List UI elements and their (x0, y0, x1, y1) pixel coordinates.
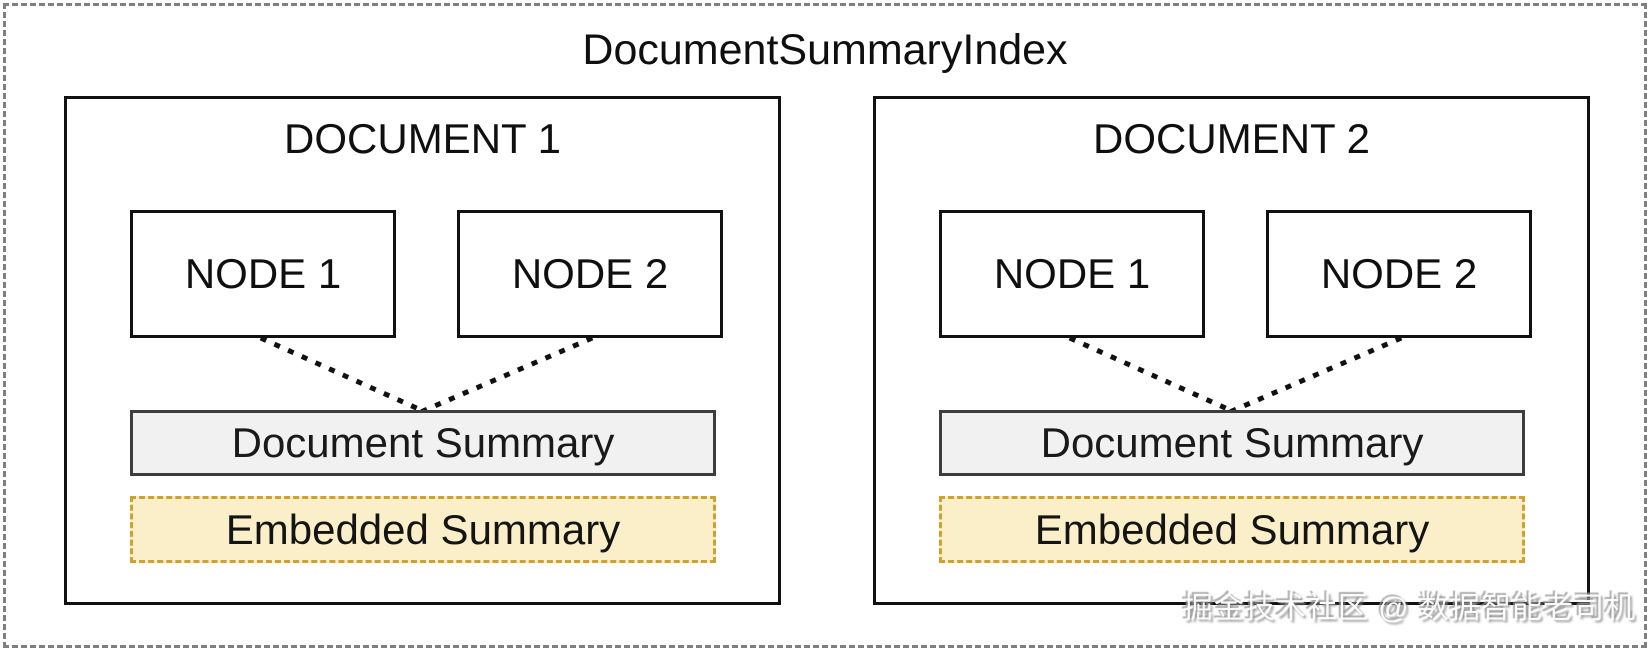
watermark-text: 掘金技术社区 @ 数据智能老司机 (1182, 592, 1636, 625)
document-2-title: DOCUMENT 2 (1093, 115, 1370, 162)
document-1-node-2-label: NODE 2 (511, 250, 669, 297)
node1-to-summary-dotted-line (259, 335, 427, 415)
document-2-embedded-summary-label: Embedded Summary (1034, 505, 1430, 553)
document-1-box: DOCUMENT 1 NODE 1 NODE 2 Document Summar… (64, 96, 781, 605)
document-2-node-1-box: NODE 1 (939, 210, 1205, 338)
document-2-node-2-label: NODE 2 (1320, 250, 1478, 297)
document-1-title: DOCUMENT 1 (284, 115, 561, 162)
document-1-embedded-summary-bar: Embedded Summary (130, 496, 716, 563)
document-1-embedded-summary-label: Embedded Summary (225, 505, 621, 553)
document-1-node-1-label: NODE 1 (184, 250, 342, 297)
document-2-node-2-box: NODE 2 (1266, 210, 1532, 338)
document-2-summary-label: Document Summary (1040, 419, 1424, 466)
document-1-summary-bar: Document Summary (130, 410, 716, 476)
document-2-summary-bar: Document Summary (939, 410, 1525, 476)
node2-to-summary-dotted-line (419, 335, 594, 415)
node2-to-summary-dotted-line (1228, 335, 1403, 415)
document-2-box: DOCUMENT 2 NODE 1 NODE 2 Document Summar… (873, 96, 1590, 605)
document-1-node-1-box: NODE 1 (130, 210, 396, 338)
document-1-node-2-box: NODE 2 (457, 210, 723, 338)
document-2-node-1-label: NODE 1 (993, 250, 1151, 297)
node1-to-summary-dotted-line (1068, 335, 1236, 415)
document-2-embedded-summary-bar: Embedded Summary (939, 496, 1525, 563)
diagram-title: DocumentSummaryIndex (582, 26, 1068, 74)
document-1-summary-label: Document Summary (231, 419, 615, 466)
